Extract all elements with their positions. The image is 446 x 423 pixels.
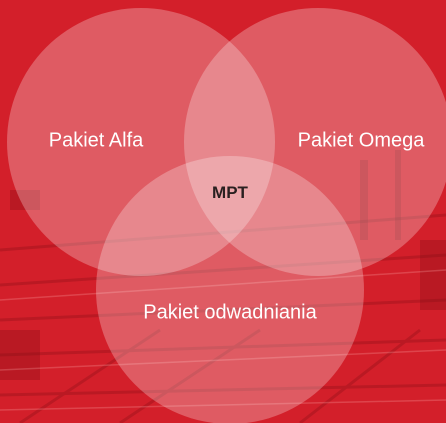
venn-label-alfa: Pakiet Alfa <box>48 129 144 152</box>
venn-intersection-label: MPT <box>212 183 248 202</box>
venn-circle-alfa <box>7 8 275 276</box>
venn-label-odwadnianie: Pakiet odwadniania <box>143 301 317 324</box>
venn-label-omega: Pakiet Omega <box>297 129 425 152</box>
venn-circle-omega <box>184 8 446 276</box>
venn-circle-odwadnianie <box>96 156 364 423</box>
